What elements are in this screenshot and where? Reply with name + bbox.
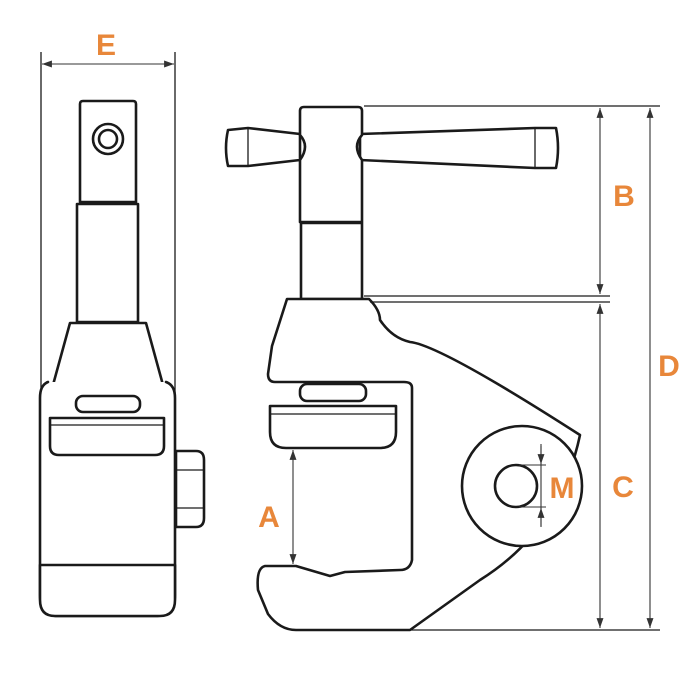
side-view <box>38 52 206 618</box>
dim-label-c: C <box>612 471 634 504</box>
dim-label-a: A <box>258 501 280 534</box>
dim-label-m: M <box>550 472 575 505</box>
dim-label-d: D <box>658 350 680 383</box>
dimension-labels: E B D C A M <box>96 29 680 534</box>
front-view <box>224 105 660 632</box>
dim-label-e: E <box>96 29 116 62</box>
dim-label-b: B <box>613 180 635 213</box>
dimension-lines <box>42 60 654 628</box>
